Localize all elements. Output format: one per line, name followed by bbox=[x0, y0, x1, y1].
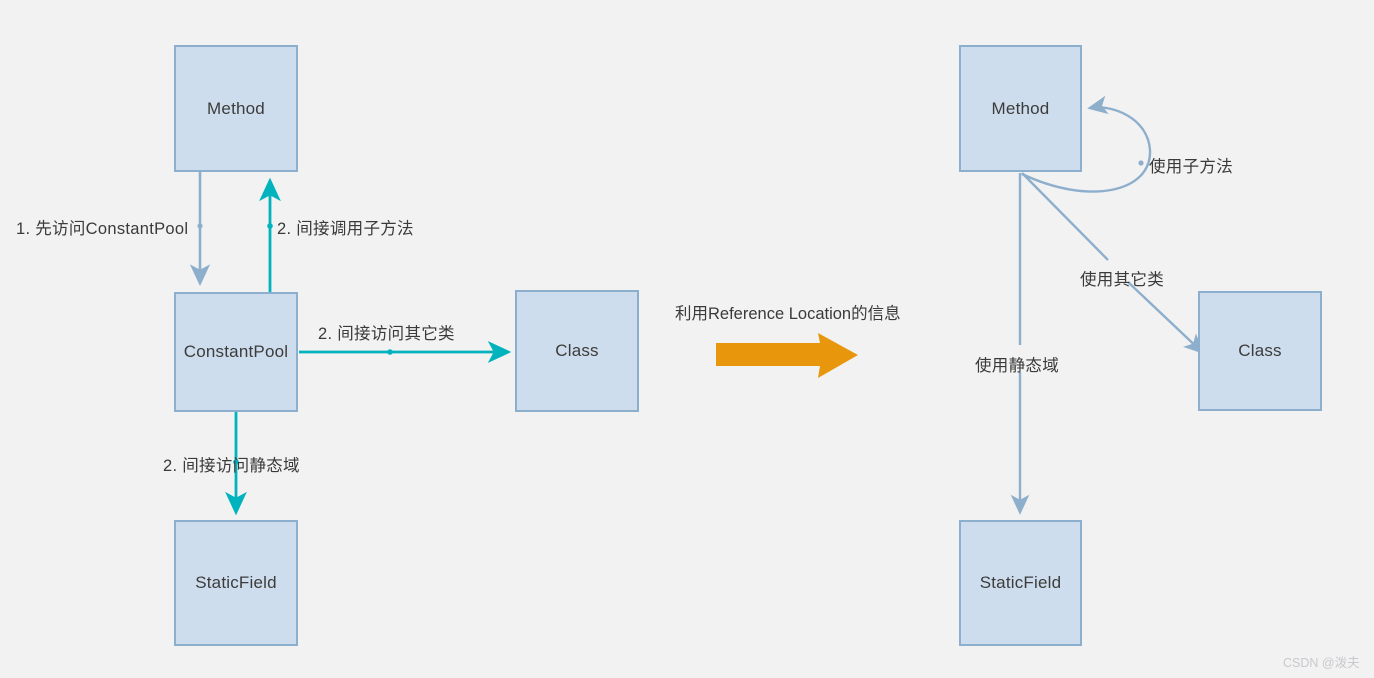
node-label: Class bbox=[555, 341, 599, 360]
node-label: Class bbox=[1238, 341, 1282, 360]
transform-arrow-orange bbox=[716, 333, 858, 378]
node-method-right[interactable]: Method bbox=[959, 45, 1082, 172]
node-class-left[interactable]: Class bbox=[515, 290, 639, 412]
transform-caption: 利用Reference Location的信息 bbox=[675, 305, 901, 323]
edge-constantpool-to-staticfield bbox=[225, 412, 247, 516]
edge-method-to-constantpool bbox=[189, 172, 211, 287]
edge-label-method-self-loop: 使用子方法 bbox=[1149, 158, 1233, 176]
edge-label-method-to-staticfield: 使用静态域 bbox=[975, 357, 1059, 375]
edge-label-constantpool-to-method: 2. 间接调用子方法 bbox=[277, 220, 414, 238]
edge-label-constantpool-to-staticfield: 2. 间接访问静态域 bbox=[163, 457, 300, 475]
edge-method-self-loop bbox=[1021, 95, 1152, 193]
edge-method-to-class bbox=[1021, 172, 1205, 354]
node-staticfield-left[interactable]: StaticField bbox=[174, 520, 298, 646]
edge-constantpool-to-method bbox=[259, 177, 281, 292]
node-label: ConstantPool bbox=[183, 342, 289, 361]
edge-constantpool-to-class bbox=[299, 341, 512, 363]
edge-label-method-to-constantpool: 1. 先访问ConstantPool bbox=[16, 220, 189, 238]
node-label: Method bbox=[207, 98, 265, 118]
node-label: StaticField bbox=[979, 573, 1062, 592]
node-method-left[interactable]: Method bbox=[174, 45, 298, 172]
node-constantpool[interactable]: ConstantPool bbox=[174, 292, 298, 412]
edge-label-method-to-class: 使用其它类 bbox=[1080, 271, 1164, 289]
node-class-right[interactable]: Class bbox=[1198, 291, 1322, 411]
node-staticfield-right[interactable]: StaticField bbox=[959, 520, 1082, 646]
node-label: Method bbox=[991, 98, 1050, 118]
edge-label-constantpool-to-class: 2. 间接访问其它类 bbox=[318, 325, 455, 343]
node-label: StaticField bbox=[195, 573, 277, 592]
watermark: CSDN @泼夫 bbox=[1283, 656, 1360, 670]
